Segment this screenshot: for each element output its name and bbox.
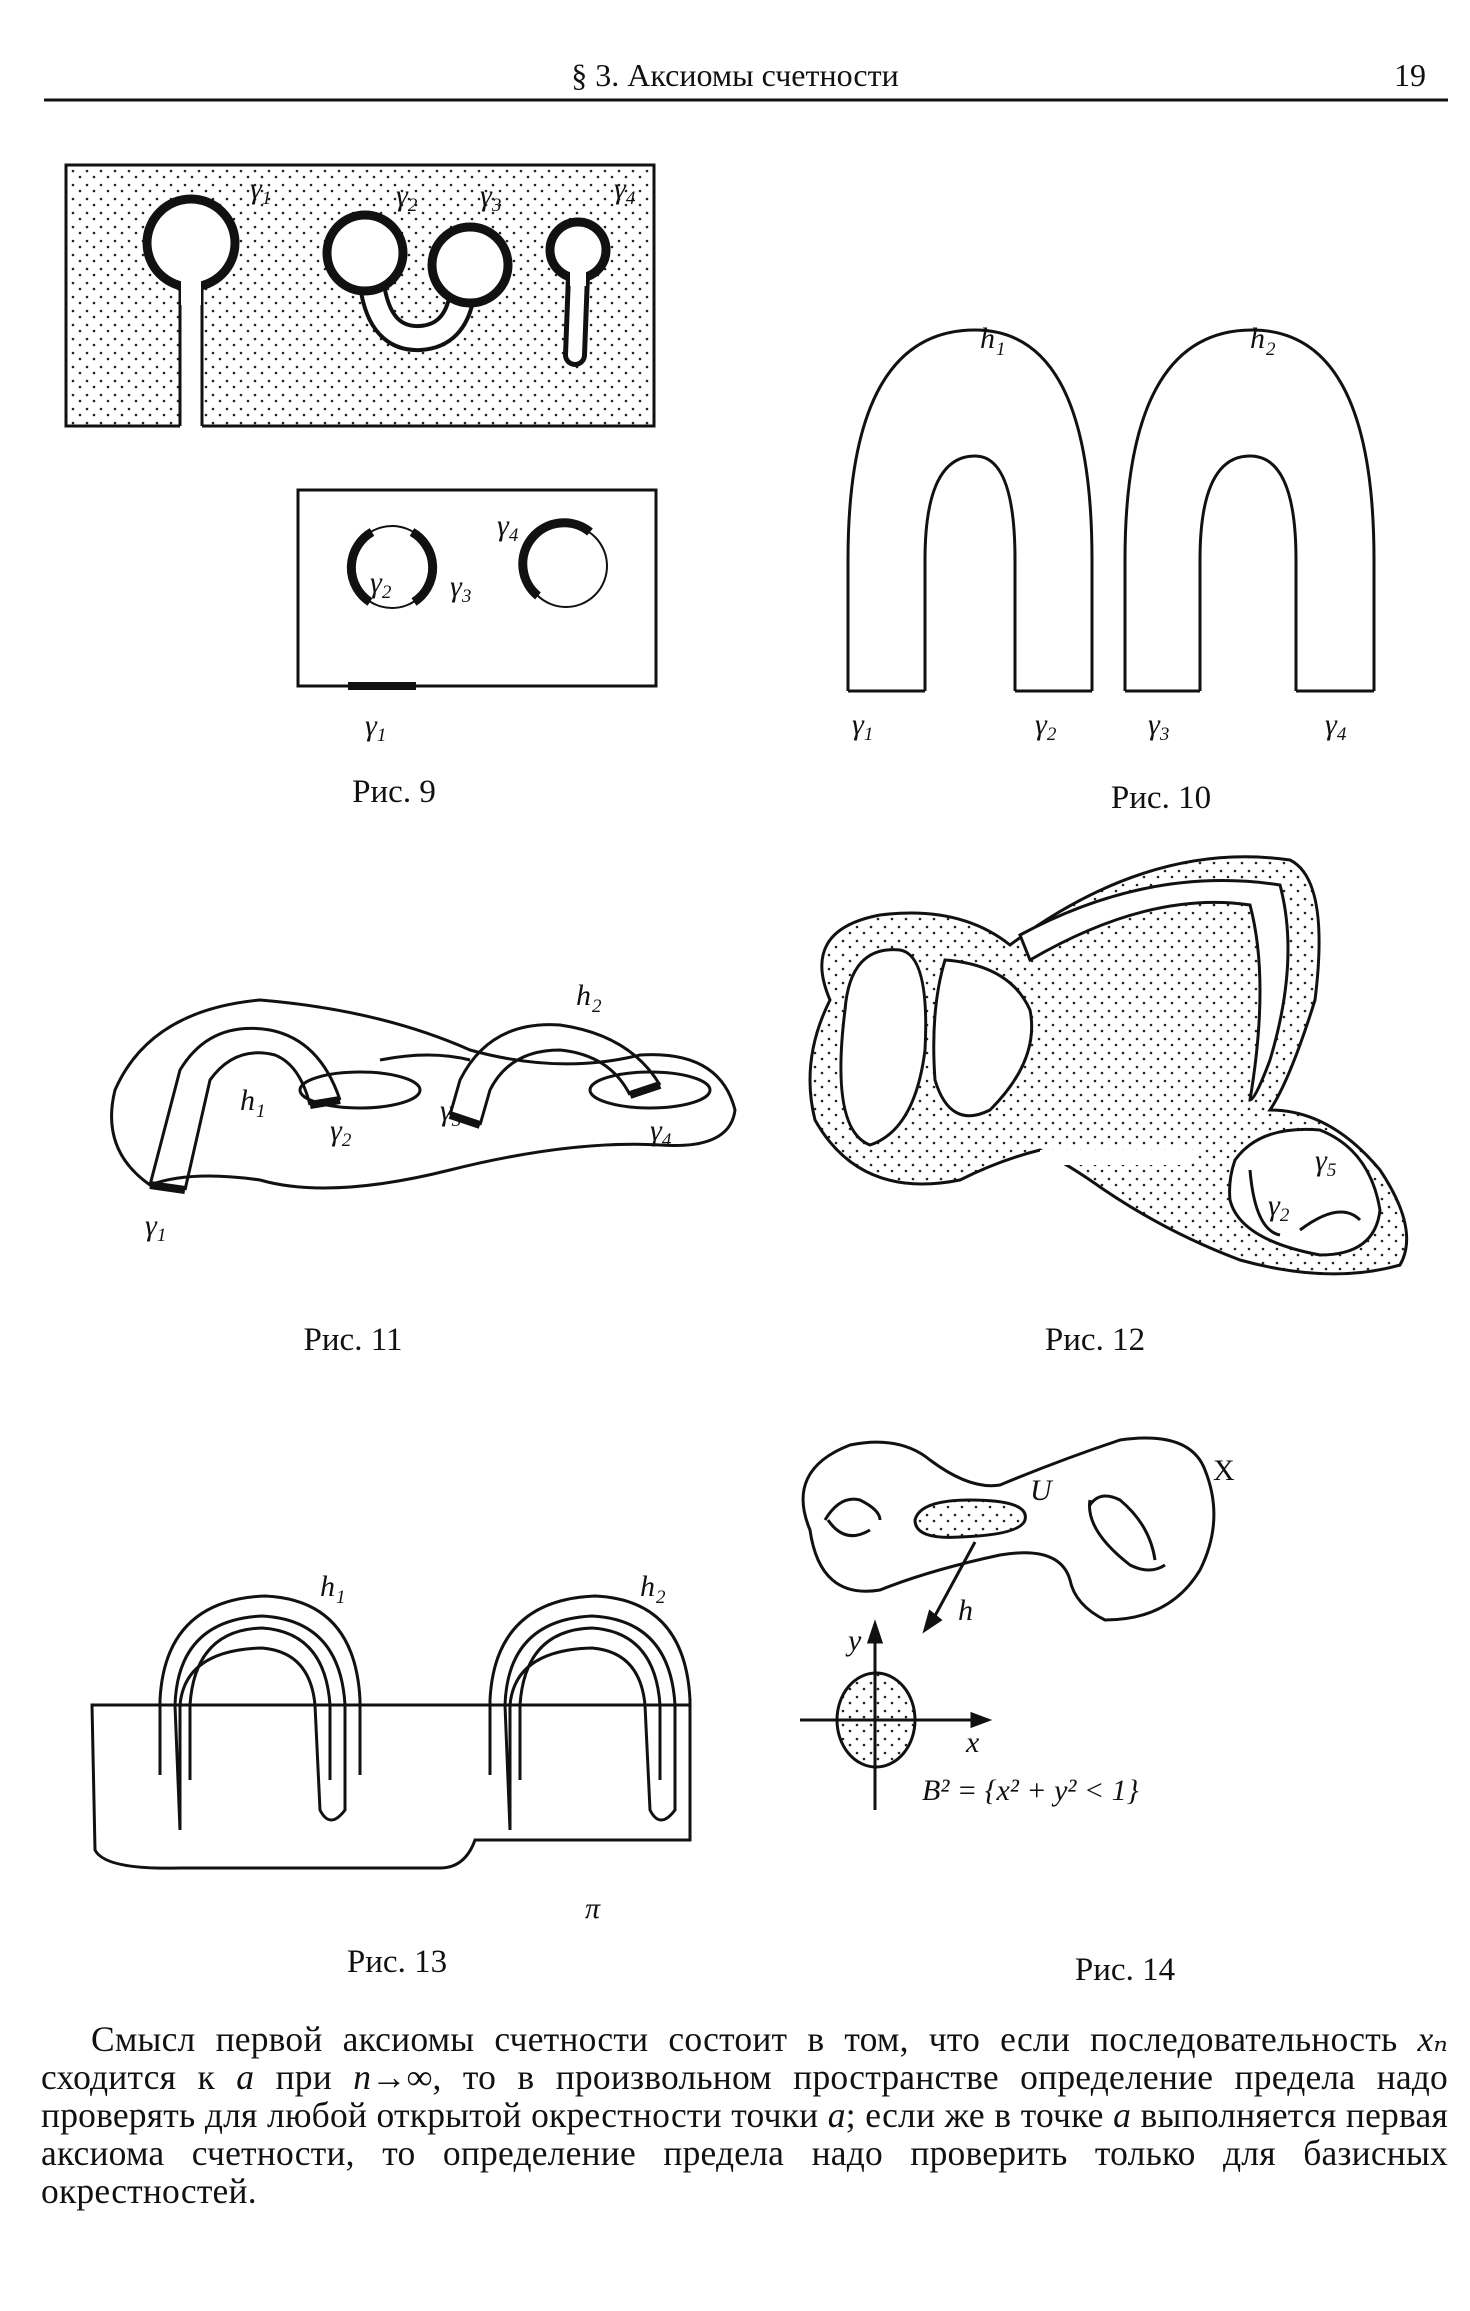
figure-9-caption: Рис. 9 <box>352 774 436 810</box>
hole-gamma3 <box>427 222 513 308</box>
svg-text:2: 2 <box>592 996 602 1017</box>
figure-9 <box>64 163 658 690</box>
figure-12 <box>808 855 1409 1276</box>
section-title: § 3. Аксиомы счетности <box>571 57 898 93</box>
svg-text:h: h <box>320 1570 335 1603</box>
svg-text:X: X <box>1213 1454 1235 1487</box>
svg-text:h: h <box>640 1570 655 1603</box>
svg-text:γ1: γ1 <box>852 708 873 745</box>
svg-text:γ4: γ4 <box>497 509 519 546</box>
math-xn: xₙ <box>1417 2019 1448 2059</box>
svg-text:γ2: γ2 <box>330 1114 352 1151</box>
math-a: a <box>236 2057 255 2097</box>
svg-text:γ1: γ1 <box>145 1209 166 1246</box>
plane-region <box>296 488 658 688</box>
figure-10-caption: Рис. 10 <box>1111 780 1211 816</box>
svg-text:h: h <box>576 979 591 1012</box>
svg-text:2: 2 <box>656 1587 666 1608</box>
svg-text:h: h <box>1250 322 1265 355</box>
svg-text:γ2: γ2 <box>1035 708 1057 745</box>
running-header: § 3. Аксиомы счетности 19 <box>44 57 1448 102</box>
svg-text:γ3: γ3 <box>1148 708 1169 745</box>
svg-text:x: x <box>965 1726 980 1759</box>
hole-gamma2 <box>322 210 408 296</box>
figure-10 <box>846 328 1376 693</box>
page-number: 19 <box>1394 57 1426 93</box>
figure-11-caption: Рис. 11 <box>304 1322 403 1358</box>
svg-text:1: 1 <box>256 1101 266 1122</box>
figure-13-caption: Рис. 13 <box>347 1944 447 1980</box>
svg-text:γ3: γ3 <box>450 570 471 607</box>
figure-11 <box>110 998 737 1194</box>
figure-14-caption: Рис. 14 <box>1075 1952 1175 1988</box>
svg-text:1: 1 <box>336 1587 346 1608</box>
figure-14-labels: X U h y x B² = {x² + y² < 1} Рис. 14 <box>845 1454 1235 1988</box>
math-a: a <box>1113 2095 1132 2135</box>
figure-13 <box>90 1594 692 1870</box>
svg-text:1: 1 <box>996 339 1006 360</box>
svg-text:γ2: γ2 <box>370 566 392 603</box>
body-paragraph: Смысл первой аксиомы счетности состоит в… <box>41 2019 1448 2211</box>
svg-text:h: h <box>980 322 995 355</box>
math-n-to-infinity: n→∞ <box>353 2057 433 2097</box>
hole-gamma1 <box>142 194 240 292</box>
figure-14 <box>800 1436 1216 1810</box>
figure-12-labels: γ2 γ5 Рис. 12 <box>1045 1144 1336 1358</box>
svg-text:h: h <box>958 1594 973 1627</box>
svg-text:π: π <box>585 1892 601 1925</box>
svg-text:B² = {x² + y² < 1}: B² = {x² + y² < 1} <box>922 1774 1139 1807</box>
svg-text:U: U <box>1030 1474 1054 1507</box>
svg-text:2: 2 <box>1266 339 1276 360</box>
svg-text:γ4: γ4 <box>1325 708 1347 745</box>
svg-text:γ1: γ1 <box>365 709 386 746</box>
svg-text:h: h <box>240 1084 255 1117</box>
svg-text:y: y <box>845 1624 862 1657</box>
math-a: a <box>827 2095 846 2135</box>
svg-text:γ3: γ3 <box>440 1094 461 1131</box>
figure-12-caption: Рис. 12 <box>1045 1322 1145 1358</box>
svg-text:γ4: γ4 <box>650 1114 672 1151</box>
hole-gamma4 <box>545 217 611 283</box>
